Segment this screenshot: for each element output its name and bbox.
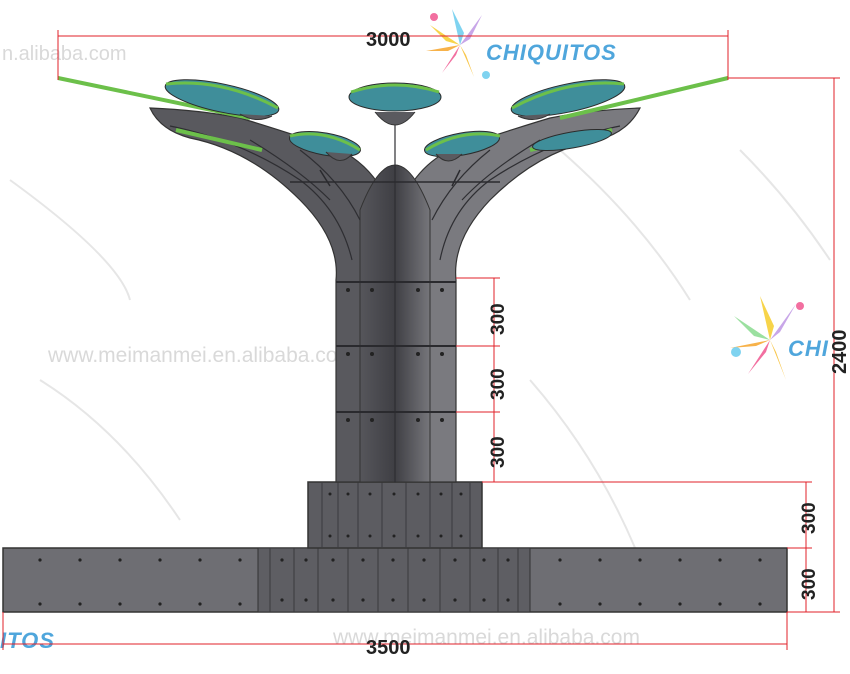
right-rod bbox=[559, 76, 729, 120]
leaf-disc-left-mid bbox=[288, 130, 362, 161]
pinwheel-icon bbox=[730, 296, 804, 380]
leaf-disc-right-mid bbox=[424, 130, 501, 162]
watermark-meimanmei-bottom: www.meimanmei.en.alibaba.com bbox=[332, 626, 640, 649]
brand-logo-right: CHI bbox=[730, 296, 829, 380]
dim-trunk-band-2: 300 bbox=[488, 368, 509, 400]
dim-trunk-band-1: 300 bbox=[488, 303, 509, 335]
brand-name-right: CHI bbox=[788, 336, 829, 361]
watermark-alibaba: n.alibaba.com bbox=[2, 43, 127, 65]
dim-total-height: 2400 bbox=[829, 330, 850, 375]
leaf-disc-right-low bbox=[532, 128, 612, 152]
base-block bbox=[2, 547, 788, 613]
brand-name-top: CHIQUITOS bbox=[486, 40, 617, 65]
brand-name-bottom: ITOS bbox=[0, 628, 55, 653]
pedestal bbox=[307, 481, 483, 549]
canopy bbox=[57, 76, 729, 162]
leaf-disc-right-far bbox=[510, 79, 626, 120]
brand-logo-top: CHIQUITOS bbox=[426, 9, 617, 79]
dimension-lines bbox=[2, 30, 840, 650]
leaf-disc-left-far bbox=[164, 79, 280, 120]
leaf-disc-center bbox=[348, 82, 442, 126]
dim-base-width: 3500 bbox=[366, 637, 411, 659]
dim-top-width: 3000 bbox=[366, 29, 411, 51]
dim-base-height: 300 bbox=[799, 568, 820, 600]
dim-trunk-band-3: 300 bbox=[488, 436, 509, 468]
pinwheel-icon bbox=[426, 9, 490, 79]
watermark-meimanmei-mid: www.meimanmei.en.alibaba.com bbox=[47, 344, 355, 367]
watermark-arcs bbox=[9, 149, 831, 561]
dim-pedestal-height: 300 bbox=[799, 502, 820, 534]
